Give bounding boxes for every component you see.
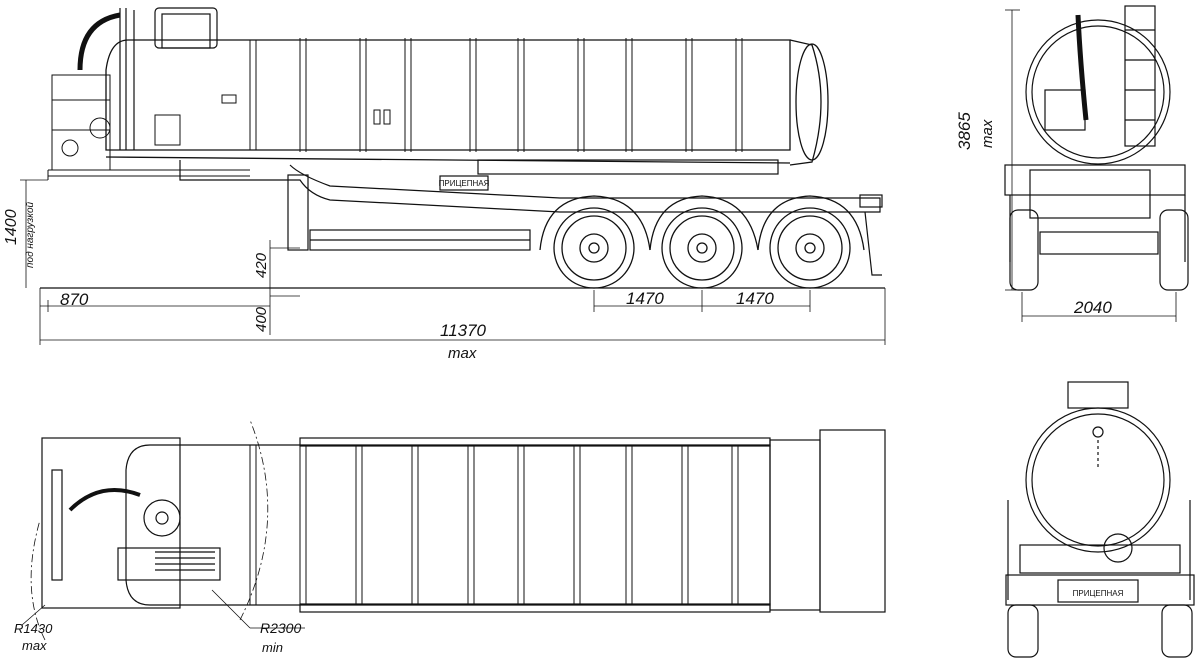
dim-rear-height: 3865 (955, 112, 974, 150)
front-equipment (47, 74, 250, 180)
dim-front-radius: R1430 (14, 621, 53, 636)
side-view: ПРИЦЕПНАЯ (3, 7, 886, 362)
top-view (41, 429, 886, 613)
dim-coupling-height: 420 (253, 252, 270, 278)
tank-bands (221, 38, 743, 152)
rear-view (1004, 5, 1189, 322)
side-dimensions (20, 179, 886, 345)
wheel (661, 207, 743, 289)
wheels (539, 195, 865, 289)
dim-turn-radius: R2300 (260, 620, 301, 636)
dim-total-length: 11370 (440, 321, 487, 340)
wheel (553, 207, 635, 289)
brand-plate-side: ПРИЦЕПНАЯ (439, 179, 490, 188)
chassis-frame: ПРИЦЕПНАЯ (179, 159, 883, 276)
dim-axle-spacing-1: 1470 (626, 289, 664, 308)
dim-under-load-note: под нагрузкой (25, 201, 36, 268)
top-view-bands (249, 445, 739, 605)
dim-axle-spacing-2: 1470 (736, 289, 774, 308)
dim-rear-width: 2040 (1073, 298, 1112, 317)
dim-height-under-load: 1400 (3, 209, 20, 245)
dim-total-length-note: max (448, 345, 477, 362)
brand-plate-front: ПРИЦЕПНАЯ (1073, 589, 1124, 598)
turning-arcs (21, 419, 305, 641)
dim-front-overhang: 870 (60, 290, 89, 309)
tank-body (105, 39, 829, 166)
top-hatch (77, 7, 218, 150)
wheel (769, 207, 851, 289)
dim-rear-height-note: max (979, 119, 996, 148)
dim-front-radius-note: max (22, 638, 47, 653)
dim-turn-radius-note: min (262, 640, 283, 655)
dim-ground-clearance: 400 (253, 306, 270, 332)
front-view: ПРИЦЕПНАЯ (1005, 381, 1195, 658)
